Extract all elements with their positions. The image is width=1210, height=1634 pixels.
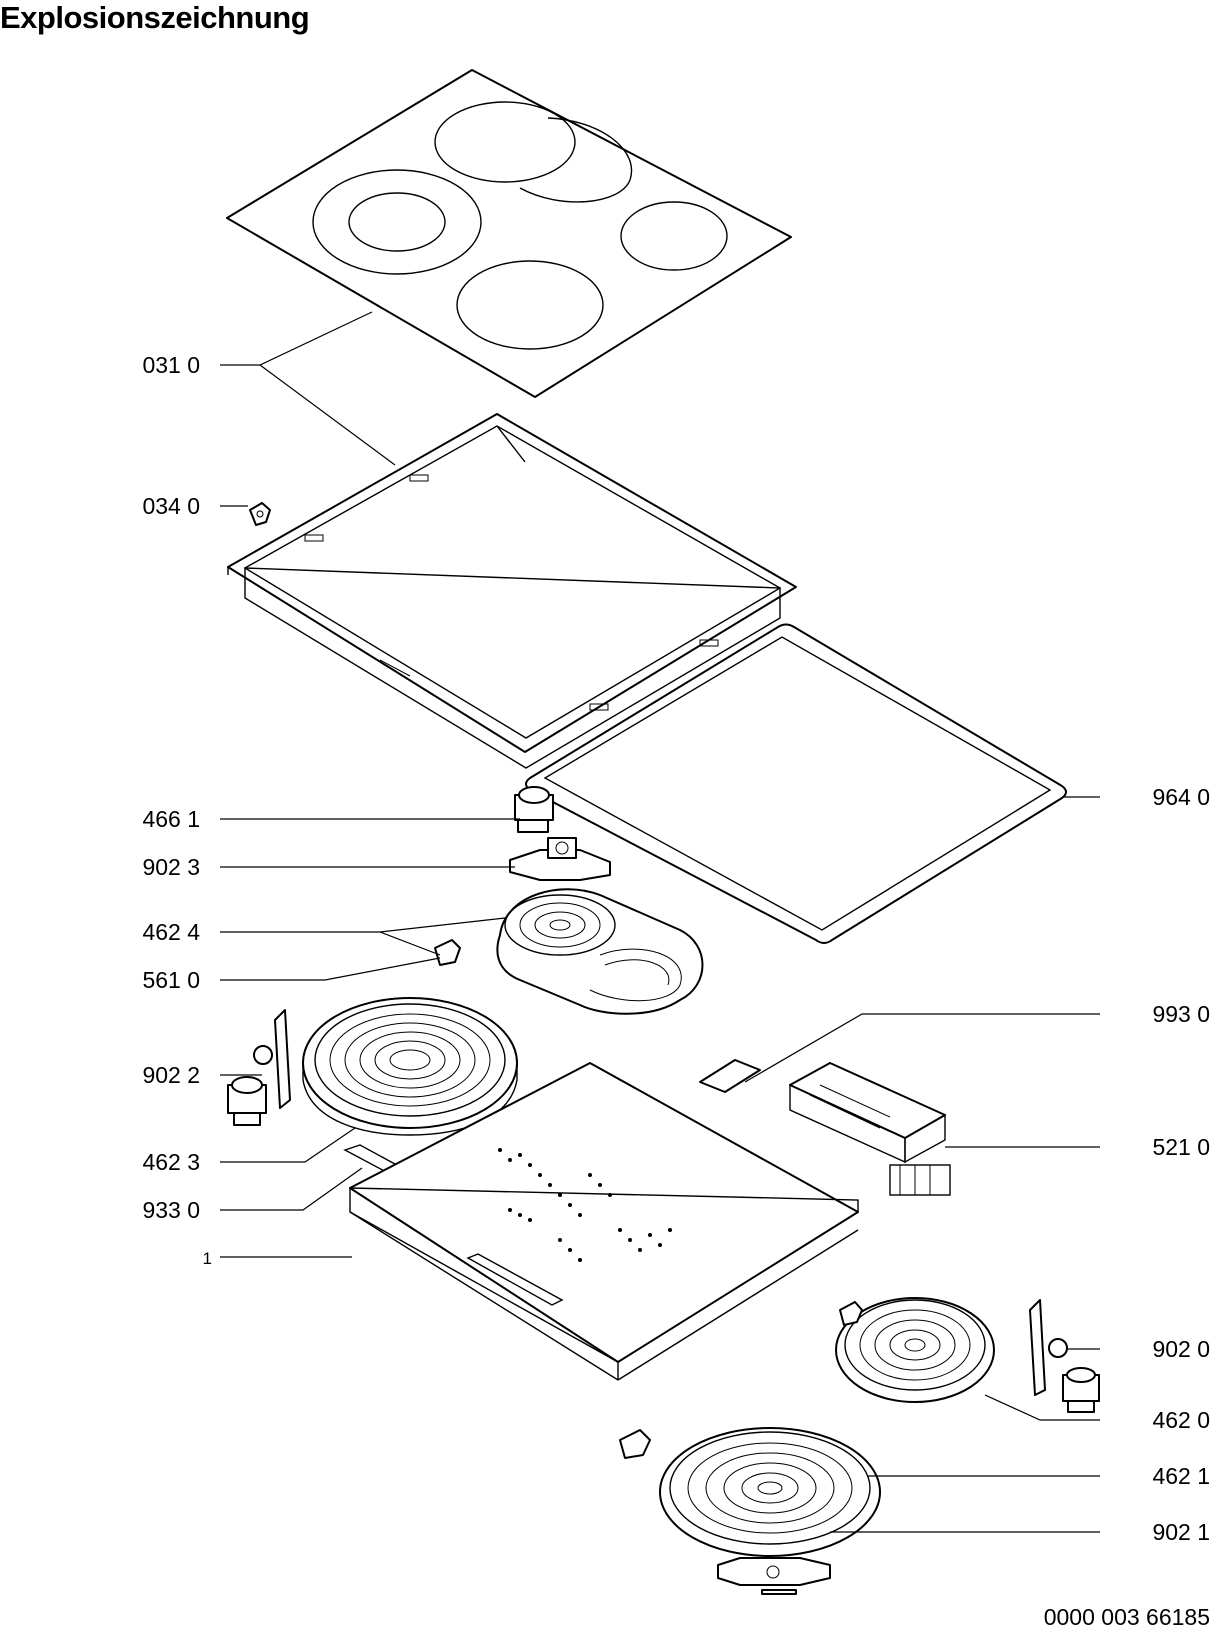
large-heater [302,997,518,1136]
label-462-1: 462 1 [1152,1463,1210,1489]
frame [227,413,797,769]
oval-heater [496,888,704,1015]
control-module [789,1062,951,1196]
label-462-3: 462 3 [142,1149,200,1175]
label-462-4: 462 4 [142,919,200,945]
terminal-902-1 [761,1589,797,1595]
switch-bottom [619,1429,651,1459]
right-heater [835,1297,995,1403]
page-title: Explosionszeichnung [0,0,310,35]
connector-plugs [889,1164,951,1196]
clip-part [249,502,271,526]
switch-561-0 [434,939,461,966]
label-462-0: 462 0 [1152,1407,1210,1433]
leader-lines [220,311,1100,1533]
clip-993-0 [699,1059,761,1093]
switch-right [839,1301,863,1326]
bottom-heater [659,1427,881,1557]
label-993-0: 993 0 [1152,1001,1210,1027]
label-034-0: 034 0 [142,493,200,519]
terminal-466-1 [514,786,554,833]
label-933-0: 933 0 [142,1197,200,1223]
label-031-0: 031 0 [142,352,200,378]
bracket-902-2 [253,1009,291,1109]
exploded-view-diagram: 031 0 034 0 466 1 902 3 462 4 561 0 902 … [142,69,1210,1595]
label-902-2: 902 2 [142,1062,200,1088]
label-466-1: 466 1 [142,806,200,832]
bracket-902-3 [509,837,611,881]
terminal-902-2 [227,1076,267,1126]
terminal-902-0 [1062,1367,1100,1413]
base-tray [349,1062,859,1381]
bracket-902-1 [717,1557,831,1586]
label-902-0: 902 0 [1152,1336,1210,1362]
part-labels: 031 0 034 0 466 1 902 3 462 4 561 0 902 … [142,352,1210,1545]
label-521-0: 521 0 [1152,1134,1210,1160]
label-964-0: 964 0 [1152,784,1210,810]
glass-ceramic-top [226,69,792,398]
label-561-0: 561 0 [142,967,200,993]
label-902-1: 902 1 [1152,1519,1210,1545]
document-number: 0000 003 66185 [1043,1604,1210,1630]
label-1: 1 [203,1249,212,1268]
label-902-3: 902 3 [142,854,200,880]
vent-holes [498,1148,672,1262]
bracket-902-0 [1029,1299,1068,1396]
